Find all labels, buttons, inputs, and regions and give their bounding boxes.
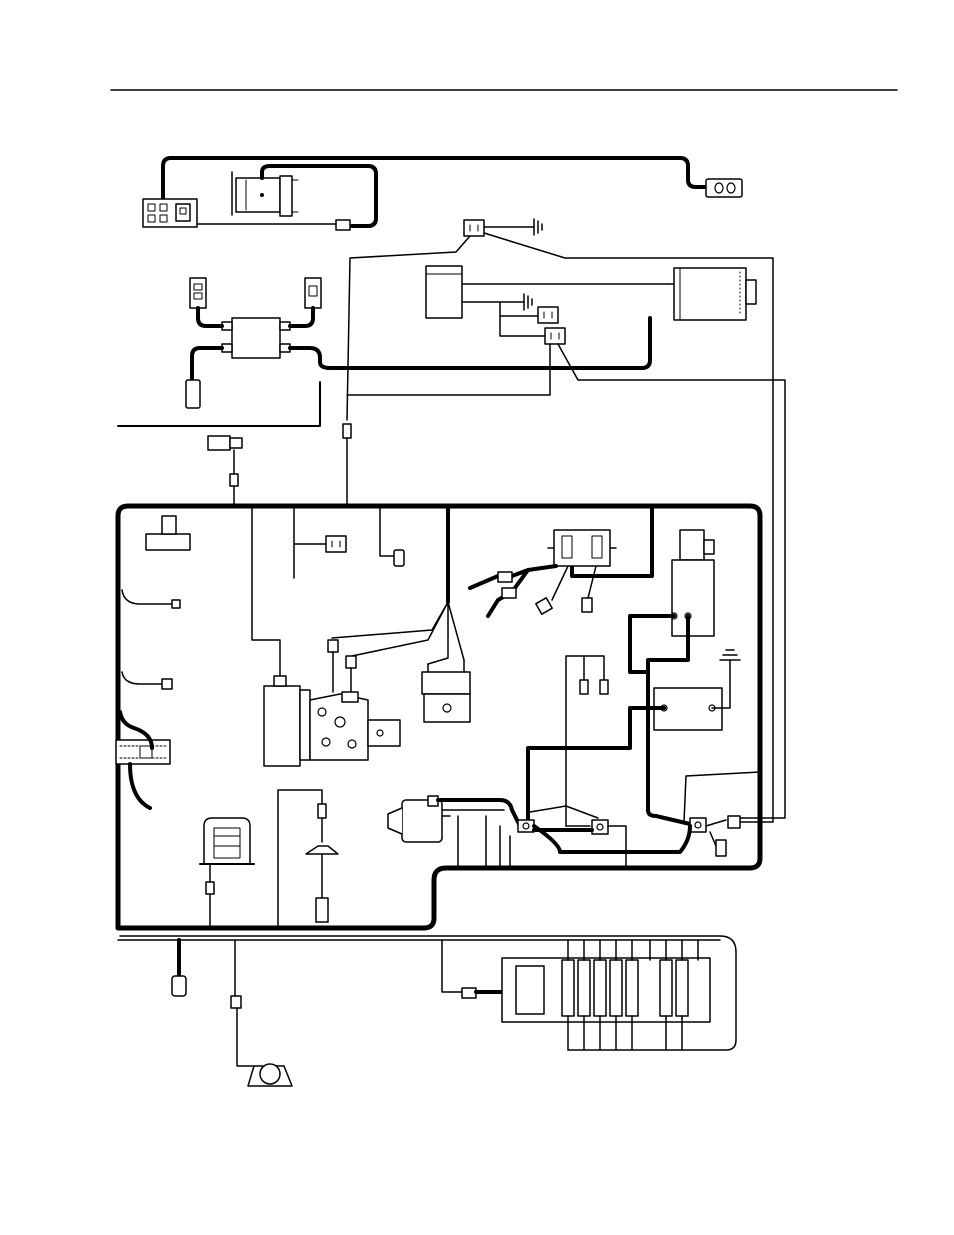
connector-board-4 — [582, 598, 592, 612]
wire-terminal-links — [534, 826, 690, 852]
connector-board-1 — [498, 572, 512, 582]
solenoid — [422, 660, 470, 722]
left-switch — [190, 278, 206, 308]
connector-top-1 — [336, 220, 350, 230]
ground-symbol-battery — [720, 650, 740, 660]
starter-motor — [388, 796, 450, 842]
wire-starter — [438, 800, 520, 826]
valve-block — [310, 692, 400, 760]
outlet-switch-panel — [143, 199, 197, 227]
right-switch — [305, 278, 321, 308]
ground-symbol-top — [534, 219, 542, 235]
connector-alarm — [206, 882, 214, 894]
plug-connector — [186, 380, 200, 408]
wire-plug — [192, 348, 222, 380]
wire-engine-down — [330, 318, 650, 368]
terminal-block-center — [592, 820, 608, 834]
wire-relay-left — [347, 236, 470, 420]
fuse-2 — [600, 680, 608, 694]
relay-a — [538, 307, 558, 323]
connector-right-2 — [716, 840, 726, 856]
manifold-valve-bank — [502, 958, 710, 1022]
connector-top-2 — [343, 424, 351, 438]
connector-sensor — [230, 474, 238, 486]
wire-left-horizontal — [118, 382, 320, 426]
float-switch — [306, 846, 338, 922]
wire-inner-fan — [332, 602, 464, 664]
remote-outlet — [706, 179, 742, 197]
wire-left-switch — [198, 308, 222, 326]
engine-motor — [668, 268, 756, 320]
wire-left-sensor-2 — [122, 672, 162, 684]
connector-float — [318, 804, 326, 818]
wire-module-tail — [130, 764, 150, 808]
connector-horn — [231, 996, 241, 1008]
beacon-light — [172, 976, 186, 996]
wire-terminal-center — [500, 806, 626, 868]
connector-inner-2 — [328, 640, 338, 652]
wire-manifold — [442, 940, 462, 992]
controller-module — [116, 740, 170, 764]
connector-inner-1 — [394, 550, 404, 566]
relay-b — [545, 328, 565, 344]
harness-junction — [222, 318, 290, 358]
generator — [232, 172, 298, 216]
wire-right-switch — [290, 308, 313, 326]
connector-board-2 — [502, 588, 516, 598]
relay-c — [326, 536, 346, 552]
hydraulic-pump — [264, 676, 310, 766]
wire-board-left-2 — [470, 576, 498, 588]
sensor — [208, 436, 242, 450]
ground-symbol-mid — [524, 294, 532, 310]
fuse-1 — [580, 680, 588, 694]
connector-board-3 — [536, 598, 552, 614]
pump-motor-right — [671, 530, 714, 636]
wire-inner-3 — [380, 506, 394, 556]
connector-manifold — [462, 988, 476, 998]
connector-left-1 — [172, 600, 180, 608]
wire-left-sensor-1 — [122, 590, 172, 604]
control-box — [426, 266, 462, 318]
alarm-housing — [200, 818, 254, 864]
wire-inner-1 — [252, 506, 280, 686]
horn — [248, 1064, 292, 1086]
wire-starter-2 — [442, 810, 504, 868]
terminal-block-left — [518, 820, 534, 832]
connector-left-2 — [162, 679, 172, 689]
terminal-board — [548, 530, 616, 566]
connector-inner-3 — [346, 656, 356, 668]
connector-right-1 — [728, 816, 740, 828]
wire-right-bundle — [684, 772, 760, 822]
wire-junction-out — [290, 348, 330, 368]
top-relay — [464, 220, 484, 236]
terminal-block-right — [690, 818, 706, 832]
bottom-section — [172, 940, 710, 1086]
mount-bracket — [146, 516, 190, 550]
